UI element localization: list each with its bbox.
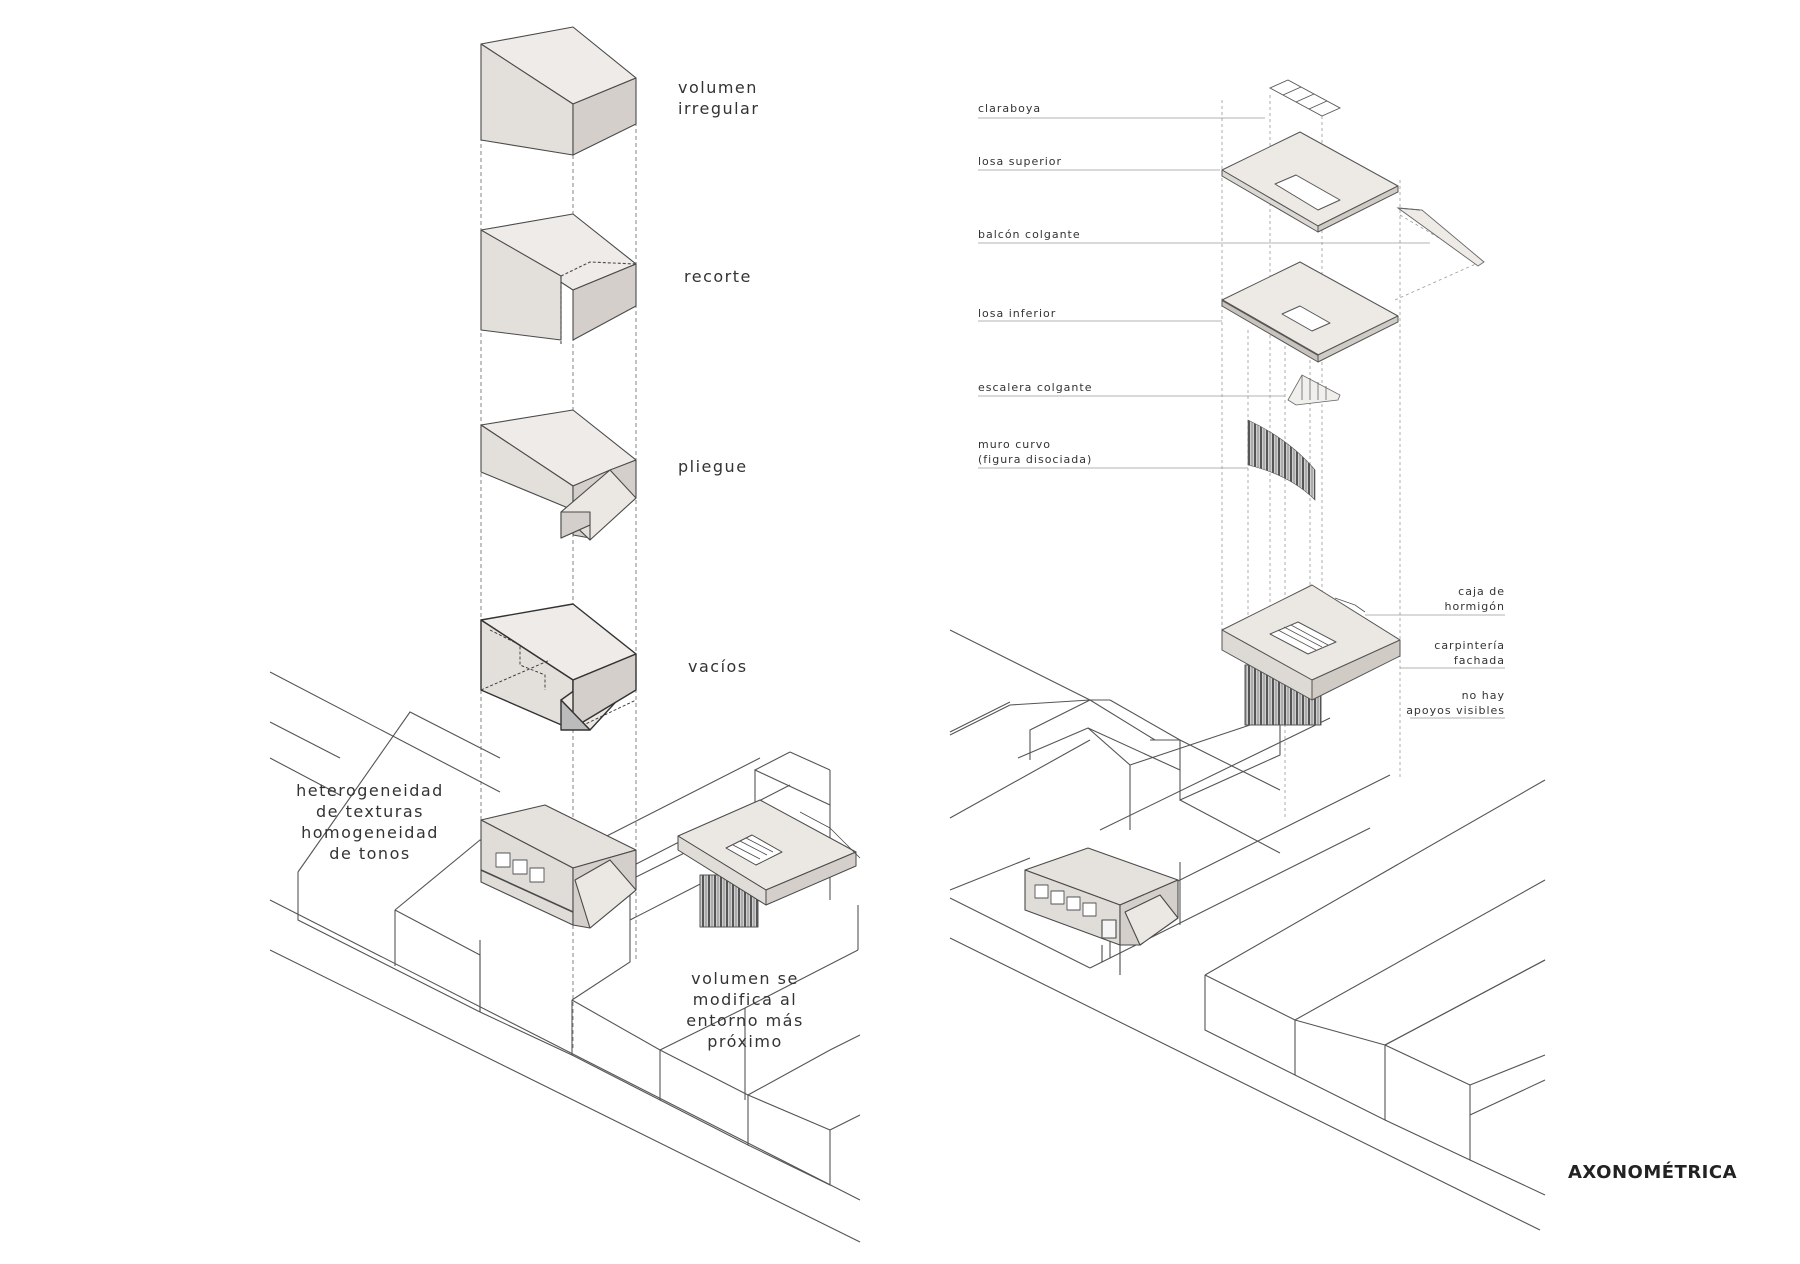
step-label-voids: vacíos — [688, 657, 748, 676]
step-cut — [480, 213, 637, 345]
step-voids — [480, 603, 637, 731]
left-house-in-context — [480, 804, 637, 929]
component-label-lower-slab: losa inferior — [978, 307, 1057, 320]
upper-slab-exploded — [1221, 131, 1399, 233]
curved-wall-exploded — [1247, 419, 1316, 501]
component-label-curved-wall: muro curvo (figura disociada) — [978, 438, 1093, 466]
lower-slab-exploded — [1221, 261, 1399, 363]
hanging-balcony-exploded — [1396, 207, 1485, 267]
note-facade-joinery: carpintería fachada — [1434, 639, 1505, 667]
step-label-volume-irregular: volumen irregular — [678, 78, 760, 118]
hanging-stair-exploded — [1287, 374, 1341, 406]
left-floating-box — [677, 799, 861, 928]
note-no-supports: no hay apoyos visibles — [1406, 689, 1505, 717]
component-label-upper-slab: losa superior — [978, 155, 1063, 168]
component-label-stair: escalera colgante — [978, 381, 1093, 394]
step-fold — [480, 409, 637, 541]
component-label-balcony: balcón colgante — [978, 228, 1081, 241]
step-label-cut: recorte — [684, 267, 752, 286]
step-label-fold: pliegue — [678, 457, 748, 476]
skylight-exploded — [1268, 79, 1342, 117]
note-concrete-box: caja de hormigón — [1444, 585, 1505, 613]
right-leader-lines — [978, 117, 1505, 719]
left-context-buildings — [269, 671, 861, 1243]
component-label-skylight: claraboya — [978, 102, 1042, 115]
note-context: volumen se modifica al entorno más próxi… — [686, 969, 804, 1051]
note-textures: heterogeneidad de texturas homogeneidad … — [296, 781, 444, 863]
drawing-title: AXONOMÉTRICA — [1568, 1162, 1738, 1183]
step-volume-irregular — [480, 26, 637, 156]
right-house-in-context — [1024, 847, 1179, 975]
right-context-buildings — [949, 629, 1546, 1231]
concrete-box-assembled — [1221, 584, 1401, 726]
